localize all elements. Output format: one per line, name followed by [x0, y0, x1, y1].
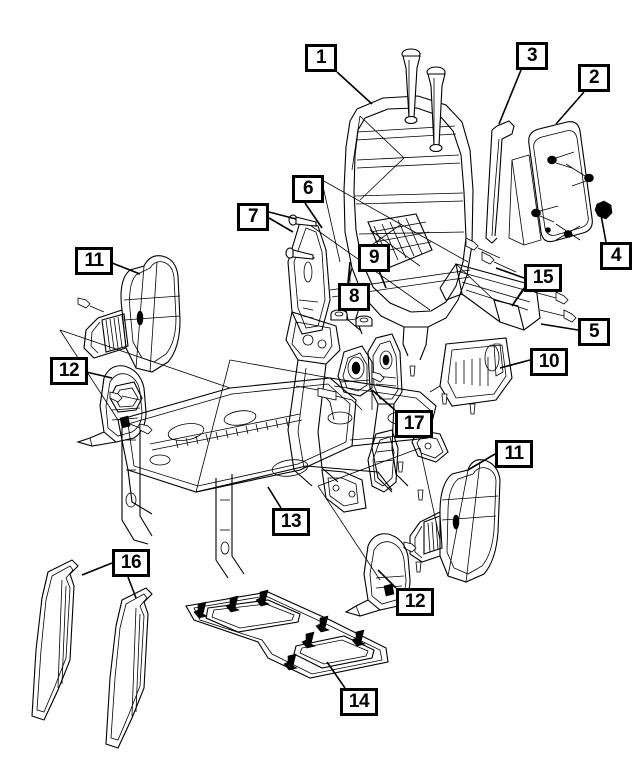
leader-line-side-shield-outboard-right: [467, 453, 496, 471]
panel-fastener: [545, 223, 581, 241]
callout-seat-back-frame[interactable]: 1: [305, 44, 337, 72]
callout-pivot-bracket-upper[interactable]: 6: [292, 175, 324, 203]
leader-line-seat-belt-buckle-bracket: [371, 389, 396, 411]
leader-line-release-rod: [498, 69, 522, 125]
leader-line-flange-nut: [347, 261, 351, 284]
part-seat-back-bolt: [401, 48, 446, 153]
leader-line-inboard-trim-cover: [499, 359, 531, 369]
callout-seat-belt-buckle-bracket[interactable]: 17: [395, 410, 433, 438]
part-seat-back-panel: [508, 121, 594, 246]
part-floor-carpet-mat: [185, 589, 389, 679]
leader-line-seat-cushion-frame: [267, 486, 282, 509]
part-seat-belt-buckle-bracket: [337, 345, 385, 410]
leader-line-rear-shield: [540, 323, 579, 331]
part-seat-cushion-frame: [59, 329, 449, 581]
callout-shield-attaching-screw[interactable]: 15: [524, 264, 562, 292]
leader-line-pivot-bracket-upper: [304, 202, 323, 229]
callout-seat-back-panel[interactable]: 2: [578, 64, 610, 92]
leader-line-shield-attaching-screw: [495, 267, 525, 279]
leader-line-seat-bolster-cover: [81, 562, 113, 576]
callout-floor-carpet-mat[interactable]: 14: [340, 688, 378, 716]
part-seat-bolster-cover: [31, 559, 153, 749]
leader-line-seat-back-frame: [336, 71, 373, 105]
part-shield-attaching-screw: [465, 237, 577, 323]
callout-rear-shield[interactable]: 5: [578, 318, 610, 346]
callout-side-shield-outboard-left[interactable]: 11: [75, 247, 113, 275]
callout-recliner-bezel-left[interactable]: 12: [50, 357, 88, 385]
leader-line-attaching-bolt: [268, 217, 294, 233]
callout-seat-back-latch[interactable]: 9: [358, 244, 390, 272]
leader-line-recliner-bezel-right: [377, 569, 397, 589]
callout-side-shield-outboard-right[interactable]: 11: [495, 440, 533, 468]
part-push-in-fastener: [594, 200, 613, 220]
callout-seat-cushion-frame[interactable]: 13: [272, 508, 310, 536]
leader-line-push-in-fastener: [600, 214, 607, 243]
panel-fastener: [531, 205, 559, 223]
part-recliner-bezel-left: [76, 365, 153, 447]
part-side-shield-outboard-right: [403, 459, 501, 583]
panel-fastener: [565, 163, 594, 187]
callout-inboard-trim-cover[interactable]: 10: [530, 348, 568, 376]
callout-recliner-bezel-right[interactable]: 12: [396, 588, 434, 616]
part-release-rod: [485, 120, 515, 244]
leader-line-seat-bolster-cover: [127, 576, 137, 599]
leader-line-seat-back-panel: [555, 91, 585, 125]
part-seat-back-latch: [367, 333, 409, 493]
callout-attaching-bolt[interactable]: 7: [237, 203, 269, 231]
leader-line-shield-attaching-screw: [511, 287, 525, 307]
panel-fastener: [547, 151, 575, 169]
callout-flange-nut[interactable]: 8: [338, 283, 370, 311]
part-flange-nut: [330, 262, 373, 327]
part-pivot-bracket-upper: [285, 221, 341, 487]
callout-seat-bolster-cover[interactable]: 16: [112, 549, 150, 577]
part-inboard-trim-cover: [429, 337, 513, 415]
carpet-retainer-clip: [193, 589, 366, 671]
part-side-shield-outboard-left: [77, 255, 181, 373]
part-attaching-bolt: [285, 214, 317, 260]
leader-line-floor-carpet-mat: [326, 661, 346, 689]
callout-push-in-fastener[interactable]: 4: [600, 242, 632, 270]
callout-release-rod[interactable]: 3: [516, 42, 548, 70]
leader-line-attaching-bolt: [268, 211, 297, 220]
